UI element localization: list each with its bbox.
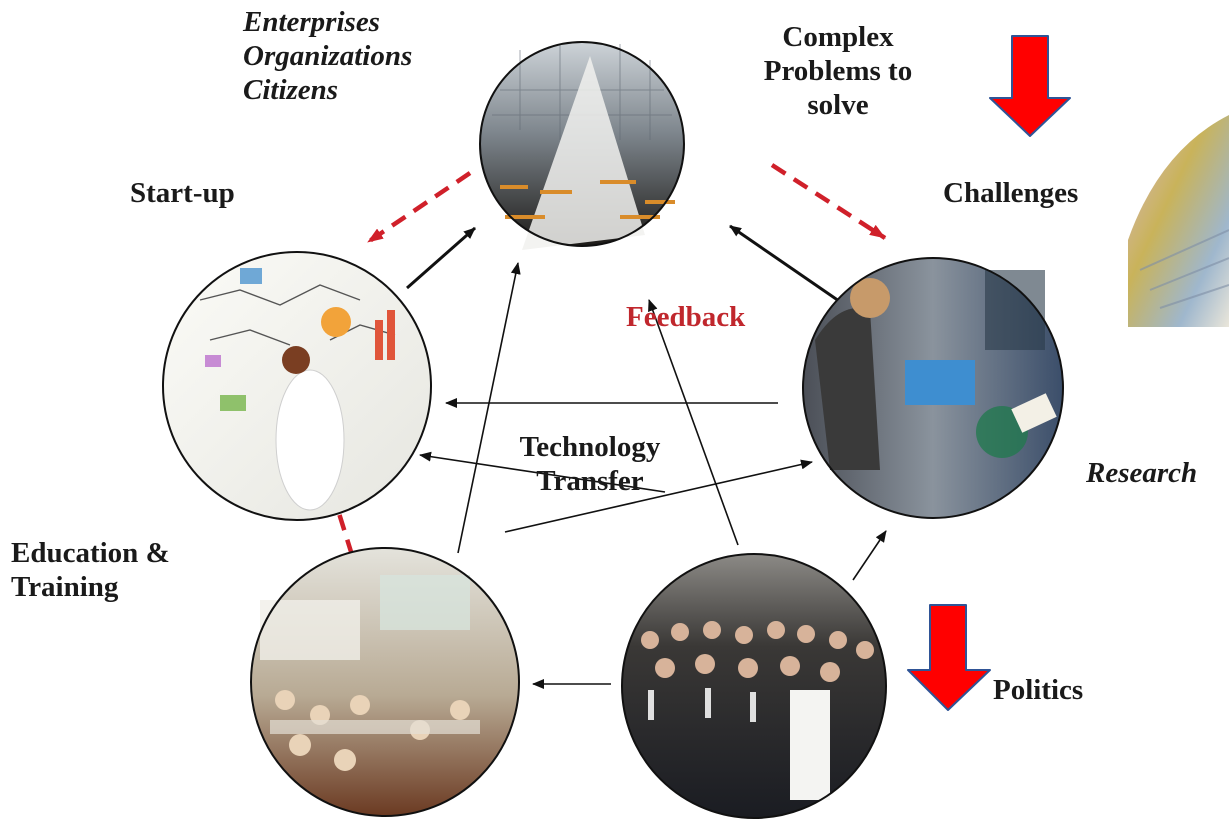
startup-label: Start-up	[130, 177, 235, 209]
technology-transfer-line-1: Technology	[519, 431, 661, 463]
research-label: Research	[1086, 457, 1198, 489]
complex-problems-line-2: Problems to	[763, 55, 913, 87]
arrow-education-to-research	[504, 459, 813, 533]
politics-label: Politics	[993, 674, 1084, 706]
top-node-label-line-2: Organizations	[243, 40, 413, 72]
education-label-line-1: Education &	[11, 537, 170, 569]
government-group-photo	[621, 553, 887, 819]
arrow-politics-to-top	[648, 299, 739, 546]
complex-problems-label: Complex Problems to solve	[743, 20, 933, 122]
classroom-photo	[250, 547, 520, 817]
dashed-arrow-top-to-challenges	[770, 163, 887, 240]
atrium-building-photo	[479, 41, 685, 250]
complex-problems-line-3: solve	[807, 89, 869, 121]
arrow-research-to-top	[729, 224, 856, 314]
education-label-line-2: Training	[11, 571, 119, 603]
education-label: Education & Training	[11, 536, 170, 604]
arrow-education-to-top	[457, 262, 521, 554]
top-node-label-line-3: Citizens	[243, 74, 339, 106]
flow-arrows	[406, 224, 887, 689]
arrow-startup-to-top	[406, 226, 476, 290]
feedback-label: Feedback	[626, 301, 746, 333]
technology-transfer-line-2: Transfer	[536, 465, 644, 497]
down-arrow-politics-icon	[907, 604, 991, 711]
dashed-arrow-top-to-startup	[366, 171, 472, 244]
challenges-label: Challenges	[943, 177, 1079, 209]
server-room-photo	[802, 257, 1064, 519]
business-whiteboard-photo	[162, 251, 432, 521]
technology-transfer-label: Technology Transfer	[490, 430, 690, 498]
top-node-label: Enterprises Organizations Citizens	[243, 5, 412, 107]
arrow-politics-to-startup	[419, 451, 666, 493]
top-node-label-line-1: Enterprises	[243, 6, 380, 38]
complex-problems-line-1: Complex	[782, 21, 894, 53]
down-arrow-challenges-icon	[989, 35, 1071, 137]
euro-banknotes-photo	[1128, 113, 1229, 327]
arrow-politics-to-research	[852, 530, 887, 581]
